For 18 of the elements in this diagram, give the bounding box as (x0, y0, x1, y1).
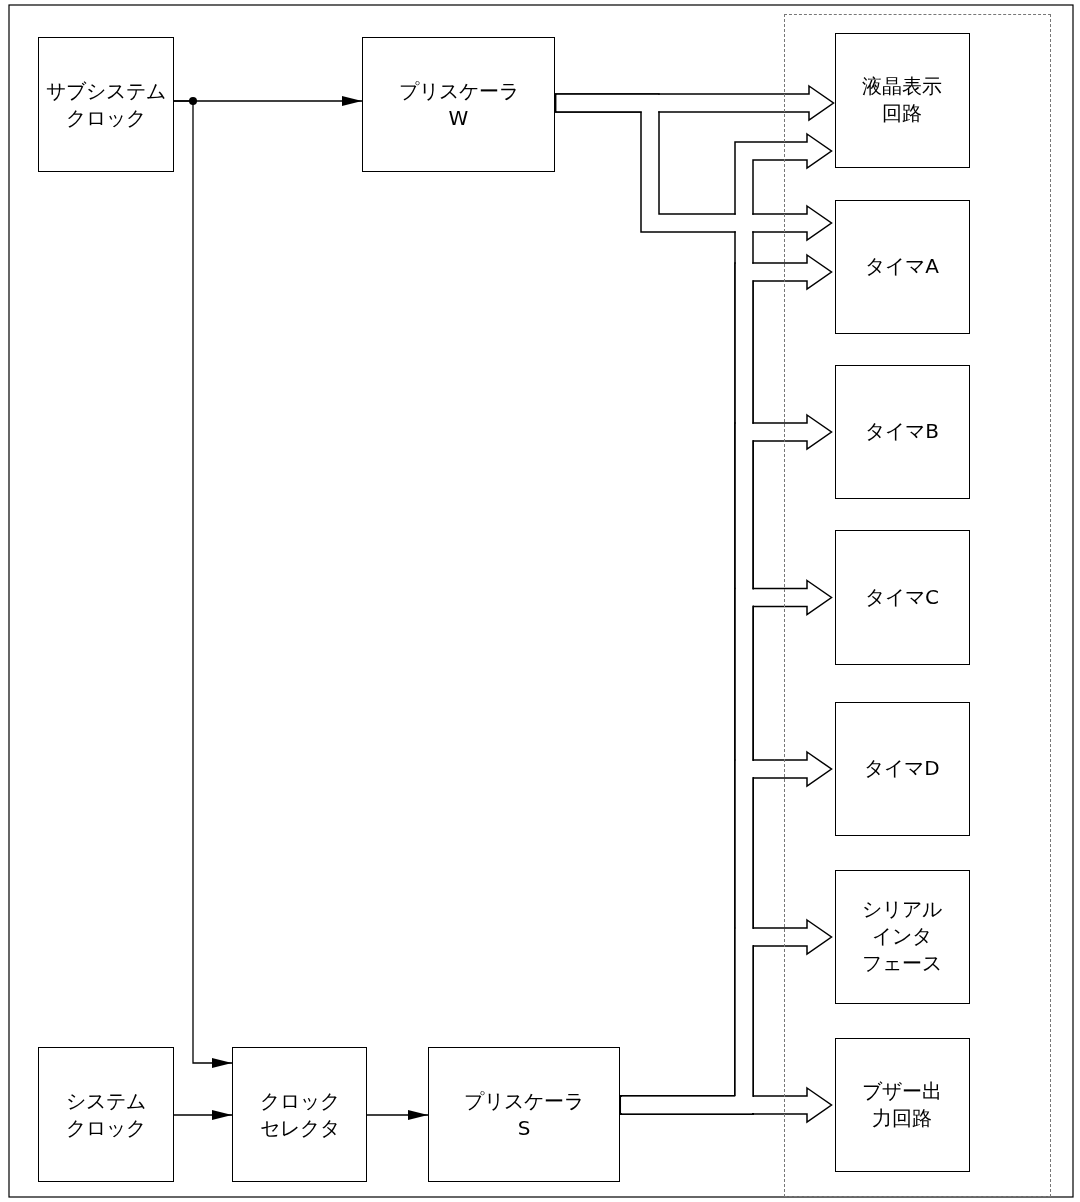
block-box: システムクロック (38, 1047, 174, 1182)
arrow (173, 100, 233, 1068)
block-box: シリアルインタフェース (834, 869, 970, 1004)
block-box: 液晶表示回路 (834, 32, 970, 168)
block-box: プリスケーラS (428, 1047, 620, 1182)
block-box: タイマB (834, 364, 970, 499)
arrow (173, 1110, 233, 1120)
block-box: ブザー出力回路 (834, 1037, 970, 1172)
block-box: タイマD (834, 701, 970, 836)
bus-arrow (620, 1087, 833, 1123)
dashed-boundary (784, 14, 1051, 1197)
block-box: タイマC (834, 529, 970, 665)
block-box: プリスケーラW (362, 37, 555, 172)
block-box: クロックセレクタ (232, 1047, 367, 1182)
block-box: タイマA (834, 199, 970, 334)
bus-arrow (555, 93, 833, 241)
block-box: サブシステムクロック (38, 37, 174, 172)
arrow (366, 1110, 429, 1120)
